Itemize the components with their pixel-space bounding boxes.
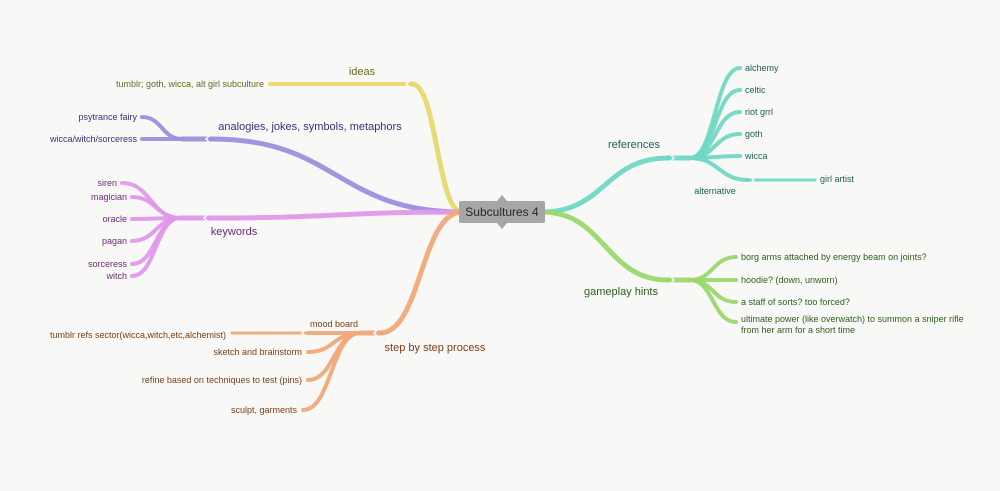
branch-keywords-child-0-label[interactable]: siren bbox=[97, 178, 117, 188]
branch-gameplay-child-3-label[interactable]: ultimate power (like overwatch) to summo… bbox=[741, 314, 964, 324]
branch-gameplay-link bbox=[539, 209, 671, 283]
branch-gameplay-label[interactable]: gameplay hints bbox=[584, 286, 658, 298]
branch-keywords-child-5-label[interactable]: witch bbox=[105, 271, 127, 281]
branch-gameplay-child-0-link bbox=[688, 255, 738, 282]
branch-keywords-child-3-label[interactable]: pagan bbox=[102, 236, 127, 246]
branch-references-label[interactable]: references bbox=[608, 139, 660, 151]
branch-gameplay-child-0-label[interactable]: borg arms attached by energy beam on joi… bbox=[741, 252, 927, 262]
branch-references-child-0-label[interactable]: alchemy bbox=[745, 63, 779, 73]
branch-keywords-child-4-label[interactable]: sorceress bbox=[88, 259, 128, 269]
branch-process-child-3-label[interactable]: sculpt, garments bbox=[231, 405, 298, 415]
branch-references-child-5-chevron-icon[interactable] bbox=[750, 176, 755, 184]
branch-references-link bbox=[539, 155, 671, 215]
branch-keywords-label[interactable]: keywords bbox=[211, 226, 258, 238]
branch-ideas-label[interactable]: ideas bbox=[349, 66, 376, 78]
branch-gameplay-child-3-link bbox=[688, 278, 738, 324]
branch-references-child-3-label[interactable]: goth bbox=[745, 129, 763, 139]
central-topic-node[interactable]: Subcultures 4 bbox=[459, 195, 545, 229]
branch-keywords-child-1-label[interactable]: magician bbox=[91, 192, 127, 202]
branch-keywords-link bbox=[207, 209, 465, 221]
branch-process-child-3-link bbox=[301, 331, 362, 412]
branch-references-child-5-link bbox=[688, 156, 750, 182]
branch-process-link bbox=[377, 209, 465, 336]
branch-keywords-child-2-label[interactable]: oracle bbox=[102, 214, 127, 224]
branch-analogies-chevron-icon[interactable] bbox=[205, 135, 210, 143]
branch-gameplay-child-2-label[interactable]: a staff of sorts? too forced? bbox=[741, 297, 850, 307]
branch-ideas-child-0-label[interactable]: tumblr; goth, wicca, alt girl subculture bbox=[116, 79, 264, 89]
branch-process-child-2-label[interactable]: refine based on techniques to test (pins… bbox=[142, 375, 302, 385]
branch-references-child-5-sub-0-label[interactable]: girl artist bbox=[820, 174, 855, 184]
branch-process-child-0-sub-0-label[interactable]: tumblr refs sector(wicca,witch,etc,alche… bbox=[50, 330, 226, 340]
branch-references-child-5-label[interactable]: alternative bbox=[694, 186, 736, 196]
branch-references-child-1-label[interactable]: celtic bbox=[745, 85, 766, 95]
branch-keywords-child-1-link bbox=[130, 195, 182, 220]
branch-keywords-chevron-icon[interactable] bbox=[203, 214, 208, 222]
branch-gameplay-child-1-label[interactable]: hoodie? (down, unworn) bbox=[741, 275, 838, 285]
branch-process-child-0-label[interactable]: mood board bbox=[310, 319, 358, 329]
central-topic-label[interactable]: Subcultures 4 bbox=[465, 205, 539, 219]
branch-ideas-chevron-icon[interactable] bbox=[405, 80, 410, 88]
branch-keywords-child-0-link bbox=[120, 181, 182, 220]
branch-keywords-child-5-link bbox=[130, 216, 182, 278]
branch-analogies-label[interactable]: analogies, jokes, symbols, metaphors bbox=[218, 121, 402, 133]
branch-process-label[interactable]: step by step process bbox=[385, 342, 486, 354]
branch-process-child-0-chevron-icon[interactable] bbox=[301, 329, 306, 337]
branch-analogies-child-0-link bbox=[140, 115, 184, 141]
branch-process-chevron-icon[interactable] bbox=[373, 329, 378, 337]
branch-analogies-child-0-label[interactable]: psytrance fairy bbox=[78, 112, 137, 122]
branch-references-chevron-icon[interactable] bbox=[670, 154, 675, 162]
branch-gameplay-child-3-label-line2[interactable]: from her arm for a short time bbox=[741, 325, 855, 335]
central-topic-box[interactable] bbox=[459, 201, 545, 223]
branch-references-child-4-label[interactable]: wicca bbox=[744, 151, 768, 161]
branch-analogies-link bbox=[209, 136, 465, 215]
branch-analogies-child-1-label[interactable]: wicca/witch/sorceress bbox=[49, 134, 138, 144]
collapse-up-icon[interactable] bbox=[497, 195, 507, 201]
branch-ideas-link bbox=[409, 81, 465, 215]
collapse-down-icon[interactable] bbox=[497, 223, 507, 229]
branch-references-child-2-label[interactable]: riot grrl bbox=[745, 107, 773, 117]
branch-gameplay-chevron-icon[interactable] bbox=[670, 276, 675, 284]
branch-process-child-1-label[interactable]: sketch and brainstorm bbox=[213, 347, 302, 357]
